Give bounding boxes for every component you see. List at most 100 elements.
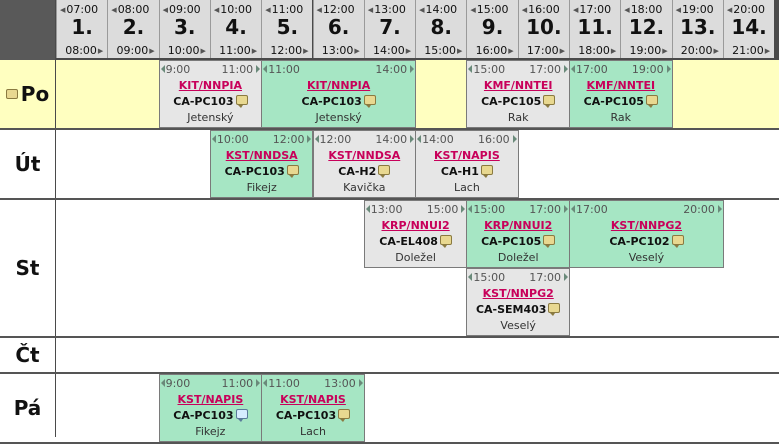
- lesson-start-time: 9:00: [165, 63, 191, 76]
- lesson-start-time: 9:00: [165, 377, 191, 390]
- lesson-start-time: 12:00: [319, 133, 352, 146]
- arrow-left-icon[interactable]: [160, 65, 165, 73]
- arrow-right-icon[interactable]: [256, 379, 261, 387]
- lesson-start-time: 11:00: [268, 63, 300, 76]
- arrow-right-icon[interactable]: [358, 379, 363, 387]
- arrow-left-icon[interactable]: [263, 65, 268, 73]
- arrow-right-icon[interactable]: [410, 65, 415, 73]
- room-text: CA-PC103: [173, 409, 234, 422]
- arrow-left-icon[interactable]: [571, 65, 575, 73]
- course-code-link[interactable]: KST/NNPG2: [482, 287, 554, 300]
- course-code-link[interactable]: KMF/NNTEI: [586, 79, 656, 92]
- arrow-left-icon[interactable]: [468, 65, 473, 73]
- hour-end: 09:00: [117, 44, 155, 57]
- day-label-text: Po: [20, 82, 50, 106]
- note-icon[interactable]: [338, 409, 351, 422]
- course-code-link[interactable]: KMF/NNTEI: [483, 79, 553, 92]
- arrow-right-icon[interactable]: [563, 205, 568, 213]
- note-icon[interactable]: [543, 95, 556, 108]
- room-text: CA-EL408: [379, 235, 438, 248]
- arrow-right-icon[interactable]: [512, 135, 517, 143]
- arrow-left-icon[interactable]: [211, 135, 216, 143]
- note-icon[interactable]: [548, 303, 561, 316]
- note-icon[interactable]: [671, 235, 684, 248]
- lesson-end-time: 11:00: [221, 63, 254, 76]
- note-icon[interactable]: [286, 165, 299, 178]
- arrow-left-icon[interactable]: [263, 379, 268, 387]
- note-icon[interactable]: [645, 95, 658, 108]
- arrow-right-icon[interactable]: [666, 65, 671, 73]
- course-code-link[interactable]: KIT/NNPIA: [178, 79, 242, 92]
- arrow-left-icon[interactable]: [468, 205, 473, 213]
- arrow-left-icon[interactable]: [571, 205, 575, 213]
- teacher-name: Kavička: [343, 181, 386, 194]
- note-icon[interactable]: [480, 165, 493, 178]
- course-code-link[interactable]: KST/NAPIS: [434, 149, 500, 162]
- hour-header-1: 07:001.08:00: [56, 0, 108, 58]
- room-text: CA-PC103: [275, 409, 337, 422]
- note-icon[interactable]: [235, 409, 248, 422]
- note-icon[interactable]: [5, 89, 18, 99]
- hour-start: 07:00: [60, 3, 98, 16]
- note-icon[interactable]: [363, 95, 376, 108]
- room-label: CA-EL408: [365, 235, 467, 248]
- arrow-left-icon[interactable]: [417, 135, 422, 143]
- course-code-link[interactable]: KST/NNDSA: [328, 149, 401, 162]
- lesson-end-time: 19:00: [631, 63, 664, 76]
- course-code-link[interactable]: KRP/NNUI2: [381, 219, 450, 232]
- arrow-right-icon[interactable]: [256, 65, 261, 73]
- note-icon[interactable]: [378, 165, 391, 178]
- arrow-right-icon[interactable]: [717, 205, 722, 213]
- room-label: CA-PC105: [467, 235, 569, 248]
- course-code-link[interactable]: KRP/NNUI2: [484, 219, 553, 232]
- arrow-right-icon[interactable]: [461, 205, 466, 213]
- note-icon[interactable]: [439, 235, 452, 248]
- teacher-name: Jetenský: [315, 111, 362, 124]
- course-code-link[interactable]: KST/NAPIS: [280, 393, 346, 406]
- course-code-link[interactable]: KIT/NNPIA: [307, 79, 371, 92]
- arrow-right-icon[interactable]: [307, 135, 312, 143]
- hour-start: 18:00: [624, 3, 663, 16]
- course-code-link[interactable]: KST/NNDSA: [225, 149, 298, 162]
- arrow-right-icon[interactable]: [563, 273, 568, 281]
- teacher-name: Doležel: [497, 251, 539, 264]
- day-label: Po: [0, 60, 55, 128]
- arrow-left-icon[interactable]: [160, 379, 165, 387]
- arrow-right-icon[interactable]: [410, 135, 415, 143]
- room-text: CA-H1: [440, 165, 479, 178]
- room-label: CA-PC103: [262, 409, 364, 422]
- course-code-link[interactable]: KST/NAPIS: [177, 393, 244, 406]
- day-label: Pá: [0, 374, 55, 442]
- arrow-left-icon[interactable]: [314, 135, 319, 143]
- arrow-left-icon[interactable]: [365, 205, 370, 213]
- note-icon[interactable]: [235, 95, 248, 108]
- course-code-link[interactable]: KST/NNPG2: [610, 219, 682, 232]
- arrow-right-icon[interactable]: [563, 65, 568, 73]
- hour-header-5: 11:005.12:00: [261, 0, 313, 58]
- hour-number: 12.: [628, 15, 665, 39]
- arrow-left-icon[interactable]: [468, 273, 473, 281]
- day-label-text: Pá: [13, 396, 42, 420]
- hour-header-4: 10:004.11:00: [209, 0, 262, 58]
- room-label: CA-PC103: [160, 409, 262, 422]
- note-icon[interactable]: [543, 235, 556, 248]
- hour-start: 17:00: [573, 3, 611, 16]
- hour-number: 4.: [225, 15, 247, 39]
- day-row-3: [56, 338, 779, 372]
